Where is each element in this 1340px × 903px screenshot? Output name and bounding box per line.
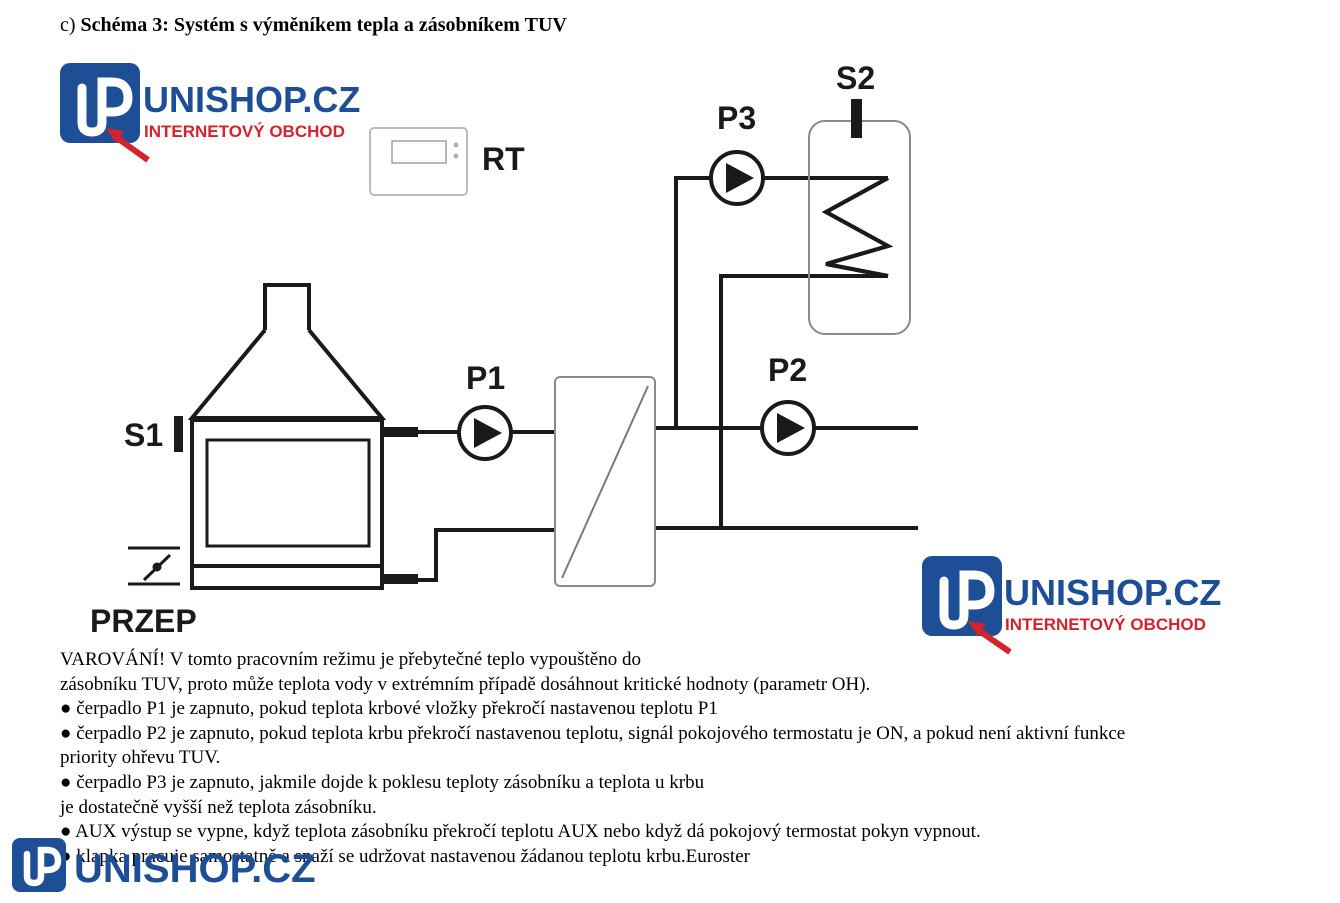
logo-j-p-icon — [23, 846, 62, 887]
logo-j-p-icon — [77, 77, 133, 137]
logo-tagline-text: INTERNETOVÝ OBCHOD — [144, 122, 345, 141]
fireplace — [187, 283, 387, 590]
text-line: priority ohřevu TUV. — [60, 747, 221, 769]
logo-tagline-text: INTERNETOVÝ OBCHOD — [1005, 615, 1206, 634]
text-line: zásobníku TUV, proto může teplota vody v… — [60, 673, 871, 695]
page-heading: c) Schéma 3: Systém s výměníkem tepla a … — [60, 14, 567, 37]
logo-arrow-head-icon — [106, 128, 124, 143]
label-p3: P3 — [717, 100, 756, 136]
text-line: je dostatečně vyšší než teplota zásobník… — [60, 796, 377, 818]
text-line: ● AUX výstup se vypne, když teplota záso… — [60, 821, 981, 843]
description-text: VAROVÁNÍ! V tomto pracovním režimu je př… — [60, 648, 1310, 869]
sensor-s2 — [851, 99, 862, 138]
logo-j-p-icon — [939, 570, 995, 630]
fireplace-body — [190, 418, 384, 590]
air-damper — [128, 546, 180, 586]
room-thermostat — [369, 127, 468, 196]
label-przep: PRZEP — [90, 603, 197, 639]
logo-brand-text: UNISHOP.CZ — [143, 79, 360, 120]
logo-arrow-icon — [973, 625, 1012, 655]
label-p2: P2 — [768, 352, 807, 388]
label-s1: S1 — [124, 417, 163, 453]
logo-brand-text: UNISHOP.CZ — [1004, 572, 1221, 613]
watermark-logo-top: UNISHOP.CZ INTERNETOVÝ OBCHOD — [60, 63, 360, 163]
heading-title: Schéma 3: Systém s výměníkem tepla a zás… — [80, 14, 567, 36]
text-line: ● čerpadlo P1 je zapnuto, pokud teplota … — [60, 698, 718, 720]
sensor-s1 — [174, 416, 183, 452]
fireplace-chimney — [263, 283, 311, 330]
label-p1: P1 — [466, 360, 505, 396]
pump-p3-icon — [709, 150, 765, 206]
pump-p2-icon — [760, 400, 816, 456]
fireplace-window — [205, 438, 371, 548]
watermark-logo-bottom: UNISHOP.CZ — [12, 838, 316, 892]
thermostat-display — [391, 140, 447, 164]
heading-prefix: c) — [60, 14, 76, 36]
pipes — [418, 176, 918, 582]
logo-arrow-icon — [111, 132, 150, 163]
text-line: ● čerpadlo P3 je zapnuto, jakmile dojde … — [60, 771, 705, 793]
label-rt: RT — [482, 141, 525, 177]
thermostat-button-icon — [453, 153, 459, 159]
logo-arrow-head-icon — [968, 621, 986, 636]
thermostat-button-icon — [453, 142, 459, 148]
hot-water-tank — [808, 120, 911, 335]
text-line: VAROVÁNÍ! V tomto pracovním režimu je př… — [60, 649, 641, 670]
pump-p1-icon — [457, 405, 513, 461]
logo-brand-text: UNISHOP.CZ — [74, 847, 316, 891]
fireplace-return-stub — [382, 574, 418, 584]
text-line: ● klapka pracuje samostatně a snaží se u… — [60, 845, 750, 867]
fireplace-outlet-stub — [382, 427, 418, 437]
label-s2: S2 — [836, 60, 875, 96]
heat-exchanger — [554, 376, 656, 587]
watermark-logo-right: UNISHOP.CZ INTERNETOVÝ OBCHOD — [922, 556, 1221, 655]
text-line: ● čerpadlo P2 je zapnuto, pokud teplota … — [60, 722, 1126, 744]
tank-coil-front — [821, 176, 894, 278]
fireplace-hood — [187, 328, 387, 420]
